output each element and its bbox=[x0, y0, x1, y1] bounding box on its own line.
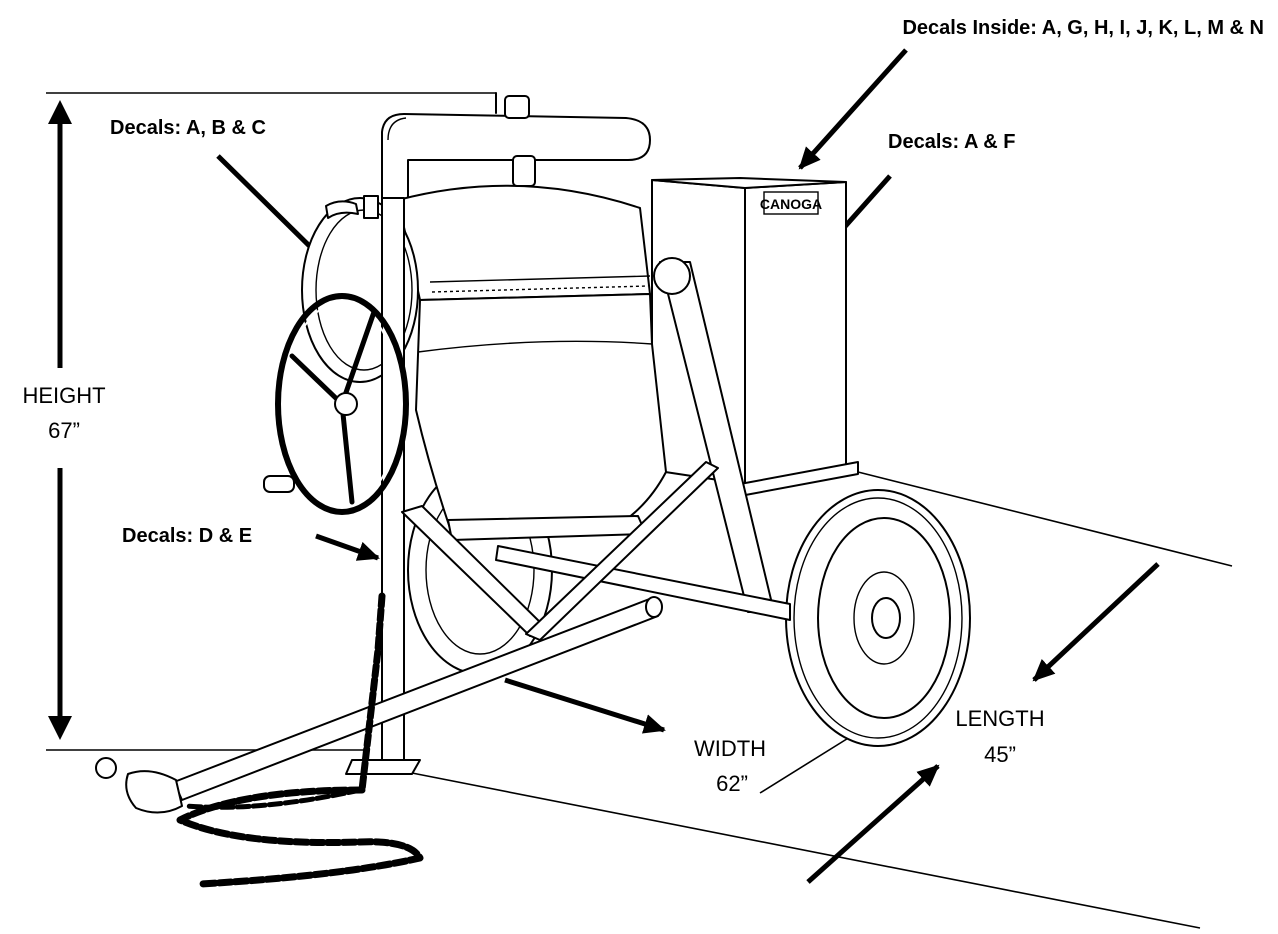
rear-ground-line bbox=[857, 471, 1233, 567]
dimension-lines bbox=[46, 92, 1233, 929]
arrow-decals-inside bbox=[798, 48, 908, 170]
mixer-drum bbox=[397, 155, 667, 541]
label-decals-de: Decals: D & E bbox=[122, 525, 252, 547]
annotation-labels: Decals Inside: A, G, H, I, J, K, L, M & … bbox=[22, 17, 1264, 796]
stand-foot bbox=[345, 759, 421, 775]
handle-cap bbox=[504, 95, 530, 119]
arrow-width bbox=[504, 677, 666, 734]
pointer-arrows bbox=[216, 48, 1160, 884]
label-width: WIDTH bbox=[694, 736, 766, 761]
height-arrowhead-up bbox=[48, 100, 72, 124]
drum-pivot bbox=[653, 257, 691, 295]
gear-bracket bbox=[363, 195, 379, 219]
main-wheel bbox=[785, 489, 971, 747]
arrow-decals-de bbox=[315, 533, 380, 561]
hand-wheel-grip bbox=[263, 475, 295, 493]
label-decals-inside: Decals Inside: A, G, H, I, J, K, L, M & … bbox=[902, 17, 1264, 39]
width-leader-line bbox=[759, 736, 851, 794]
wheel-hub bbox=[871, 597, 901, 639]
gear-latch bbox=[325, 200, 359, 219]
label-height-value: 67” bbox=[48, 418, 80, 443]
diagonal-brace bbox=[525, 461, 719, 641]
safety-chain bbox=[176, 592, 424, 888]
label-height: HEIGHT bbox=[22, 383, 105, 408]
label-decals-abc: Decals: A, B & C bbox=[110, 117, 266, 139]
front-ground-line bbox=[411, 772, 1201, 929]
label-length-value: 45” bbox=[984, 742, 1016, 767]
drum-cap bbox=[512, 155, 536, 187]
hand-wheel-hub bbox=[334, 392, 358, 416]
hand-wheel bbox=[263, 293, 409, 515]
axle bbox=[495, 545, 791, 621]
height-dimension-arrow bbox=[48, 100, 72, 740]
brand-plate bbox=[763, 191, 819, 215]
brand-text: CANOGA bbox=[760, 196, 822, 212]
label-length: LENGTH bbox=[955, 706, 1044, 731]
arrow-length-lower bbox=[806, 764, 940, 884]
drum-base bbox=[447, 515, 647, 541]
hitch-coupler bbox=[125, 770, 183, 814]
label-width-value: 62” bbox=[716, 771, 748, 796]
arrow-length-upper bbox=[1032, 562, 1160, 682]
label-decals-af: Decals: A & F bbox=[888, 131, 1015, 153]
height-arrowhead-down bbox=[48, 716, 72, 740]
mortar-mixer-drawing: CANOGA bbox=[95, 92, 971, 888]
tow-bar bbox=[95, 596, 663, 814]
hitch-pin-ring bbox=[95, 757, 117, 779]
